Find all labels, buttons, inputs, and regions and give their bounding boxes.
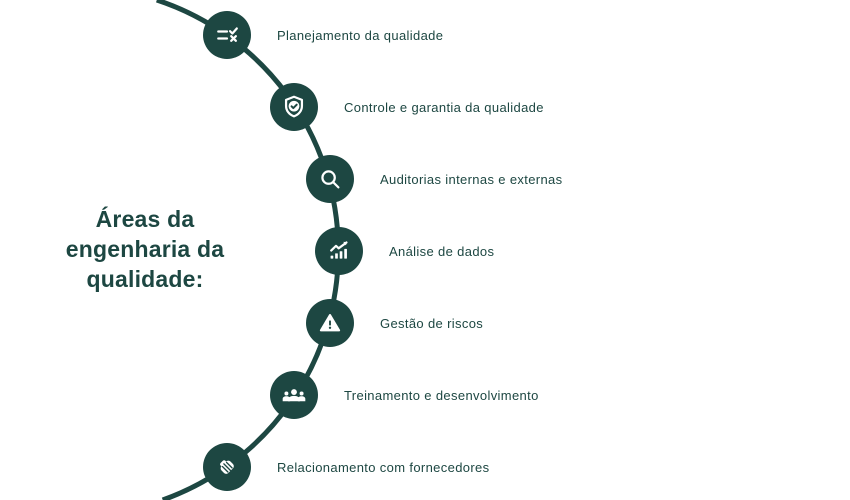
page-title-line-3: qualidade:: [86, 266, 204, 292]
handshake-icon: [220, 460, 234, 474]
timeline-item-label: Controle e garantia da qualidade: [344, 99, 544, 115]
checklist-icon: [217, 27, 238, 42]
timeline-item-planejamento: Planejamento da qualidade: [203, 11, 443, 59]
timeline-item-label: Gestão de riscos: [380, 315, 484, 331]
page-title-line-2: engenharia da: [65, 236, 225, 262]
timeline-node: [203, 11, 251, 59]
chart-trend-icon: [330, 241, 348, 259]
page-title: Áreas da engenharia da qualidade:: [30, 204, 260, 294]
timeline-item-label: Relacionamento com fornecedores: [277, 459, 490, 475]
timeline-node: [270, 83, 318, 131]
timeline-item-label: Treinamento e desenvolvimento: [344, 387, 539, 403]
timeline-item-label: Análise de dados: [389, 243, 495, 259]
people-icon: [282, 389, 306, 402]
timeline-node: [203, 443, 251, 491]
timeline-node: [315, 227, 363, 275]
timeline-item-controle: Controle e garantia da qualidade: [270, 83, 544, 131]
timeline-item-riscos: Gestão de riscos: [306, 299, 483, 347]
timeline-node: [270, 371, 318, 419]
timeline-node: [306, 155, 354, 203]
timeline-item-analise: Análise de dados: [315, 227, 494, 275]
timeline-node: [306, 299, 354, 347]
timeline-item-auditorias: Auditorias internas e externas: [306, 155, 562, 203]
warning-icon: [319, 314, 341, 332]
search-icon: [321, 170, 340, 189]
timeline-item-label: Planejamento da qualidade: [277, 27, 444, 43]
page-title-line-1: Áreas da: [95, 206, 195, 232]
timeline-item-treinamento: Treinamento e desenvolvimento: [270, 371, 539, 419]
timeline-item-label: Auditorias internas e externas: [380, 171, 563, 187]
timeline-item-fornecedores: Relacionamento com fornecedores: [203, 443, 489, 491]
shield-check-icon: [284, 95, 304, 118]
